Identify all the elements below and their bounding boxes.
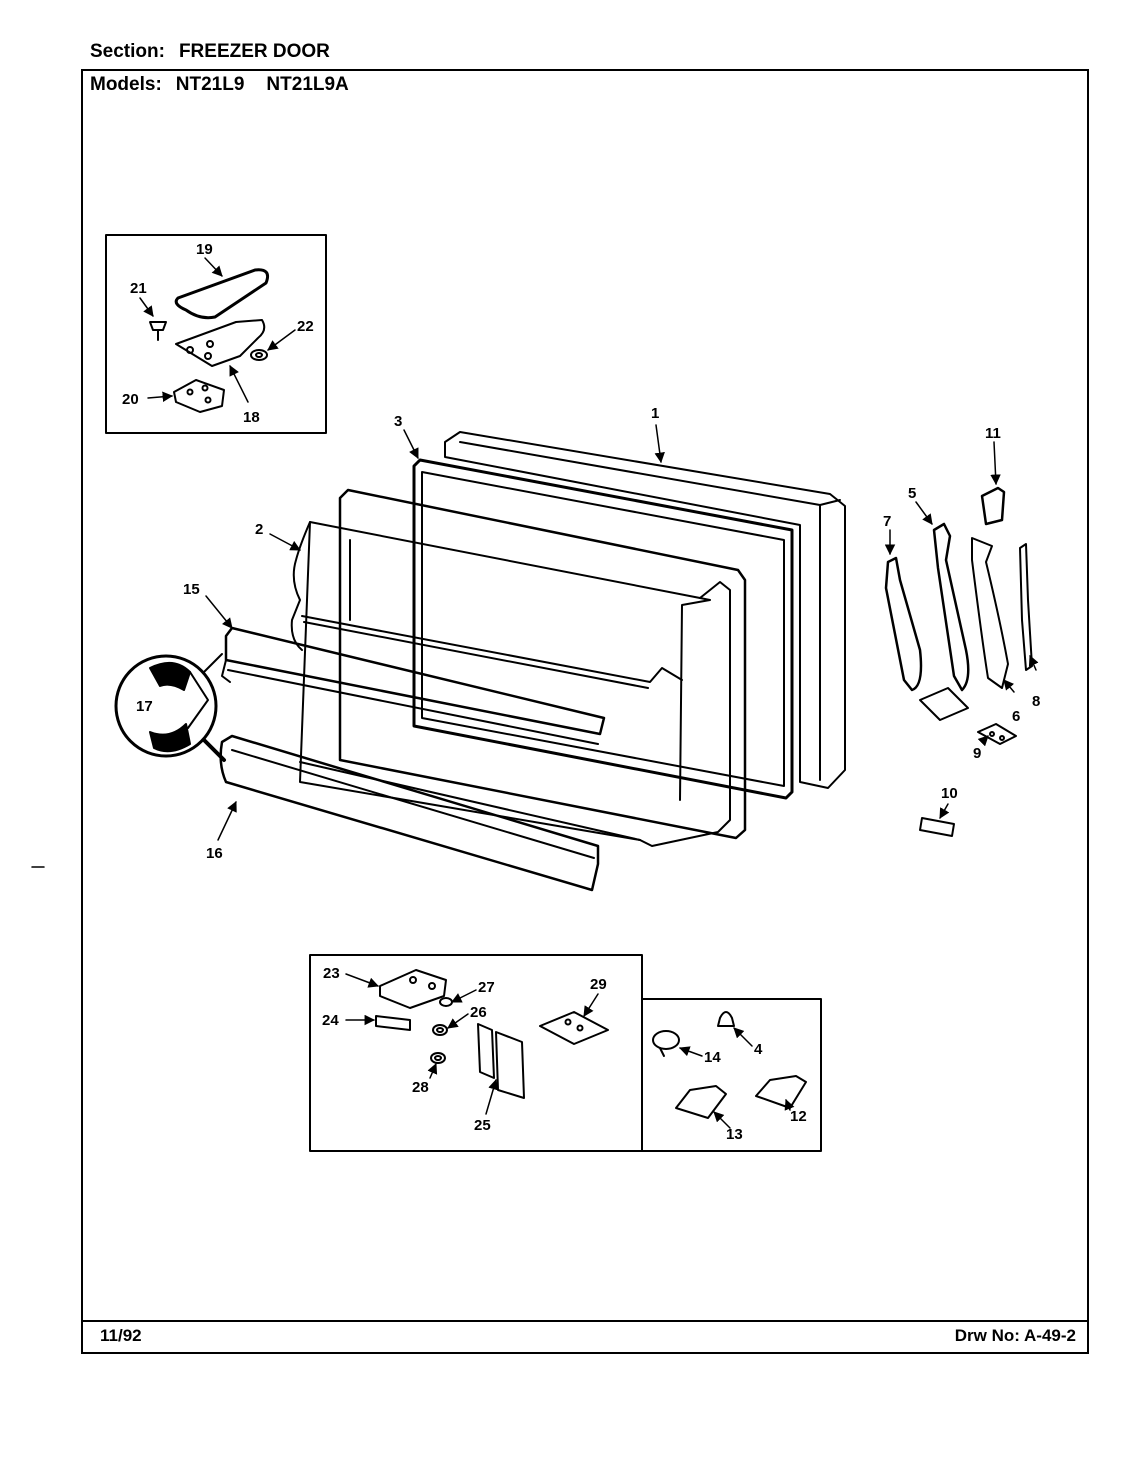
part-18-hinge-plate [175,319,266,367]
callout-6: 6 [1012,708,1020,725]
part-9-handle-plate [977,723,1017,745]
drawing-number-value: A-49-2 [1024,1326,1076,1345]
callout-16: 16 [206,845,223,862]
callout-10: 10 [941,785,958,802]
part-11-hinge-cap [980,486,1006,526]
drawing-number-label: Drw No: [954,1326,1020,1345]
footer-divider [81,1320,1089,1322]
model-number: NT21L9A [266,74,349,95]
part-20-shim [173,379,225,413]
callout-labels: 19 21 22 18 20 1 3 2 15 17 16 11 5 7 6 8… [122,241,1040,1143]
part-25-hinge-shim [477,1023,525,1099]
callout-13: 13 [726,1126,743,1143]
callout-2: 2 [255,521,263,538]
part-27-washer [439,997,453,1007]
part-4-plug [717,1011,735,1027]
part-10-nameplate [919,817,955,837]
plugs-inset-box [641,998,822,1152]
part-7-handle-bracket [884,556,923,692]
models-label: Models: [90,74,162,95]
part-23-hinge-bracket [379,969,447,1009]
part-29-hinge [539,1011,609,1045]
callout-21: 21 [130,280,147,297]
callout-17: 17 [136,698,153,715]
part-1-outer-door-panel [444,431,846,789]
part-5-door-handle [919,522,970,721]
callout-12: 12 [790,1108,807,1125]
part-15-shelf-bar [221,626,606,745]
part-6-handle-trim [971,537,1009,689]
callout-24: 24 [322,1012,339,1029]
part-13-clip [675,1085,727,1119]
callout-15: 15 [183,581,200,598]
models-heading: Models: NT21L9 NT21L9A [90,74,371,96]
hinge-inset-box [105,234,327,434]
callout-7: 7 [883,513,891,530]
callout-3: 3 [394,413,402,430]
part-21-screw [149,321,167,341]
callout-18: 18 [243,409,260,426]
part-14-button-cap [652,1030,680,1057]
part-26-bushing [432,1024,448,1036]
callout-5: 5 [908,485,916,502]
drawing-number: Drw No: A-49-2 [955,1326,1076,1346]
part-19-hinge-cover [174,268,270,320]
callout-29: 29 [590,976,607,993]
revision-date: 11/92 [100,1326,142,1345]
callout-22: 22 [297,318,314,335]
part-3-door-gasket [412,458,794,800]
part-24-spacer [375,1015,411,1031]
part-28-washer [430,1052,446,1064]
section-heading: Section: FREEZER DOOR [90,41,330,63]
callout-9: 9 [973,745,981,762]
callout-27: 27 [478,979,495,996]
callout-25: 25 [474,1117,491,1134]
model-number: NT21L9 [175,74,245,95]
callout-4: 4 [754,1041,763,1058]
callout-14: 14 [704,1049,721,1066]
leader-lines [139,257,1039,1129]
section-label: Section: [90,41,165,62]
part-8-handle-strip [1019,543,1033,671]
callout-23: 23 [323,965,340,982]
part-12-clip [755,1075,807,1109]
drawing-frame [81,69,1089,1354]
callout-11: 11 [985,425,1001,442]
part-22-washer [250,349,268,361]
part-17-shelf-end-detail [114,653,226,762]
callout-8: 8 [1032,693,1040,710]
part-2-inner-door-liner [290,488,747,847]
callout-19: 19 [196,241,213,258]
section-value: FREEZER DOOR [178,41,330,62]
callout-26: 26 [470,1004,487,1021]
callout-1: 1 [651,405,659,422]
part-16-lower-shelf-bar [219,734,600,892]
callout-20: 20 [122,391,139,408]
callout-28: 28 [412,1079,429,1096]
